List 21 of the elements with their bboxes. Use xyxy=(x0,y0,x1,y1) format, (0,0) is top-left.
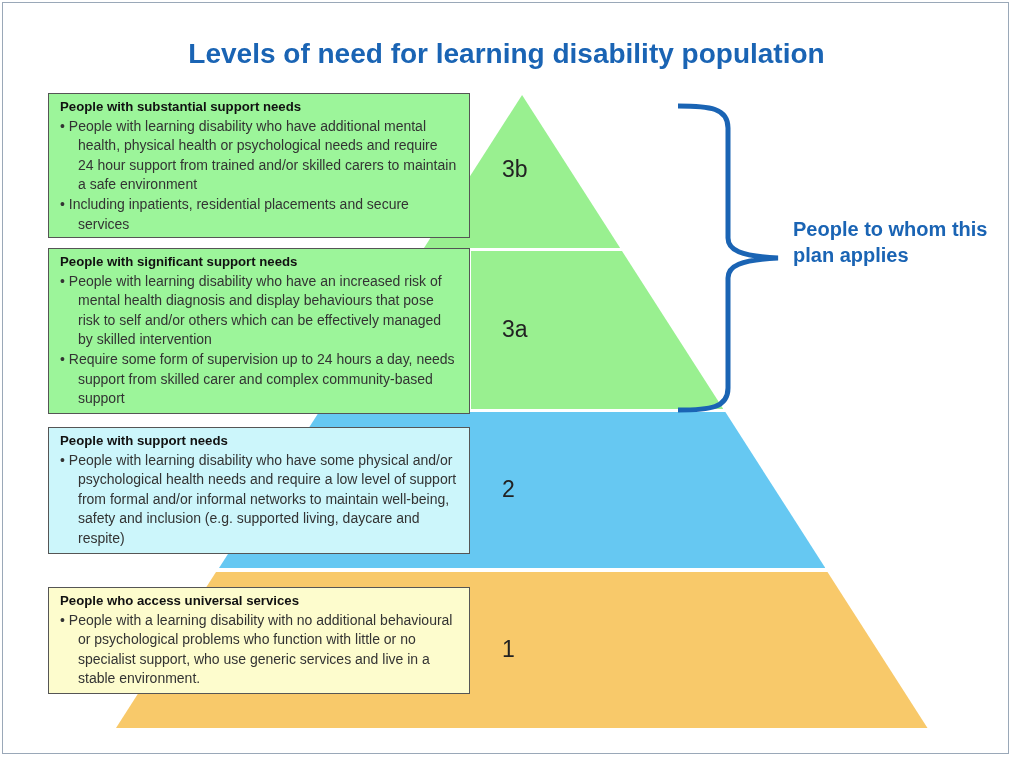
bullet-text: • People with learning disability who have an increased risk of mental health diagnosis and display behaviours that pose risk to self and/or others which can be effectively managed by skilled intervention xyxy=(60,271,443,350)
bullet-text: • People with a learning disability with no additional behavioural or psychological problems who function with little or no specialist support, who use generic services and live in a stable environment. xyxy=(60,610,454,689)
level-number: 1 xyxy=(502,636,515,663)
bullet-text: • Including inpatients, residential placements and secure services xyxy=(60,194,410,234)
bracket-label: People to whom this plan applies xyxy=(793,217,989,268)
description-card xyxy=(48,587,470,694)
bullet-text: • People with learning disability who have additional mental health, physical health or psychological needs and require 24 hour support from trained and/or skilled carers to maintain a safe environment xyxy=(60,116,457,195)
level-number: 2 xyxy=(502,476,515,503)
card-heading: People with support needs xyxy=(60,432,229,450)
pyramid-tier xyxy=(471,251,724,409)
description-card xyxy=(48,427,470,554)
description-card xyxy=(48,93,470,239)
bullet-text: • People with learning disability who have some physical and/or psychological health needs and require a low level of support from formal and/or informal networks to maintain well-being, safety and inclusion (e.g. supported living, daycare and respite) xyxy=(60,450,457,548)
description-card xyxy=(48,248,470,414)
diagram-title: Levels of need for learning disability population xyxy=(187,38,826,70)
card-heading: People with substantial support needs xyxy=(60,98,303,116)
level-number: 3b xyxy=(502,156,528,183)
card-heading: People with significant support needs xyxy=(60,253,299,271)
level-number: 3a xyxy=(502,316,528,343)
bullet-text: • Require some form of supervision up to 24 hours a day, needs support from skilled carer and complex community-based support xyxy=(60,349,456,409)
card-heading: People who access universal services xyxy=(60,592,300,610)
